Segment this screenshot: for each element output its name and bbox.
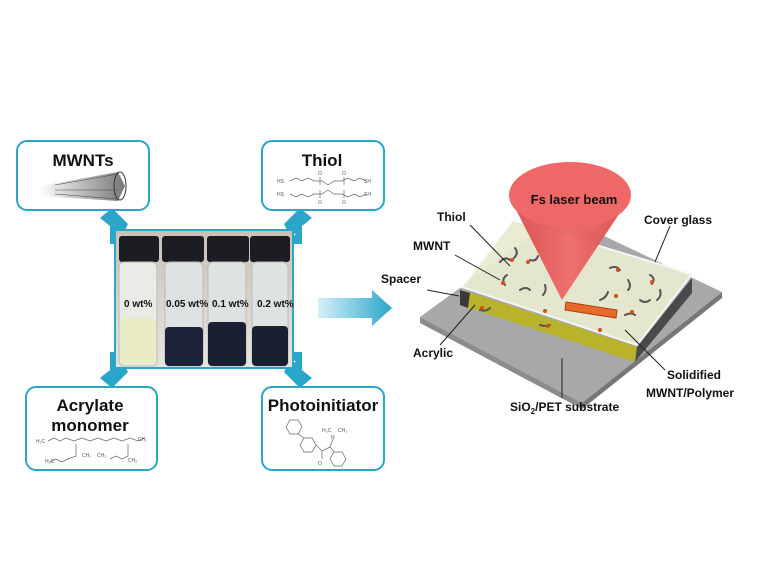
laser-beam-top bbox=[509, 162, 631, 228]
thiol-box: Thiol HS SH HS SH O O O O bbox=[261, 140, 385, 211]
chem-label: O bbox=[318, 171, 322, 177]
leader-lines bbox=[426, 224, 671, 398]
chem-label: HS bbox=[277, 179, 285, 185]
photoinitiator-structure bbox=[285, 419, 347, 467]
nanotube-image bbox=[40, 171, 127, 201]
spacer-right bbox=[635, 278, 692, 362]
acrylate-title-line1: Acrylate bbox=[56, 396, 123, 415]
chem-label: CH₂ bbox=[128, 458, 137, 464]
mwnts-title: MWNTs bbox=[52, 151, 113, 170]
process-arrow bbox=[318, 290, 392, 326]
chem-label: H₂C bbox=[45, 459, 55, 465]
chem-label: O bbox=[342, 200, 346, 206]
chem-label: H₂C bbox=[36, 439, 46, 445]
chem-label: CH₂ bbox=[138, 437, 147, 443]
connector-arrows bbox=[100, 208, 312, 388]
chem-label: CH₃ bbox=[82, 453, 91, 459]
substrate-label: SiO2/PET substrate bbox=[510, 400, 619, 416]
chem-label: CH₃ bbox=[338, 428, 347, 434]
vial-label-3: 0.2 wt% bbox=[257, 299, 294, 310]
acrylate-title-line2: monomer bbox=[51, 416, 129, 435]
solidified-structure bbox=[564, 301, 618, 319]
arrow-mwnts-to-photo bbox=[100, 208, 128, 244]
mwnt-label: MWNT bbox=[413, 239, 451, 253]
solidified-label-line2: MWNT/Polymer bbox=[646, 386, 734, 400]
solidified-label-line1: Solidified bbox=[667, 368, 721, 382]
vial-2 bbox=[207, 236, 249, 367]
photoinitiator-box: Photoinitiator H₃C CH₃ N O bbox=[261, 386, 385, 471]
thiol-structure bbox=[289, 177, 367, 198]
vial-label-1: 0.05 wt% bbox=[166, 299, 208, 310]
device-schematic: Fs laser beam bbox=[420, 162, 722, 409]
vial-label-2: 0.1 wt% bbox=[212, 299, 249, 310]
arrow-acrylate-to-photo bbox=[100, 352, 128, 388]
acrylate-box: Acrylate monomer H₂C CH₂ H₂C CH₂ CH₃ CH₃ bbox=[25, 386, 158, 471]
chem-label: N bbox=[331, 435, 335, 441]
chem-label: CH₃ bbox=[97, 453, 106, 459]
vial-label-0: 0 wt% bbox=[124, 299, 152, 310]
cover-glass-label: Cover glass bbox=[644, 213, 712, 227]
laser-label: Fs laser beam bbox=[531, 192, 618, 207]
arrow-photoinit-to-photo bbox=[284, 352, 312, 388]
chem-label: SH bbox=[364, 179, 371, 185]
vials-photo: 0 wt% 0.05 wt% 0.1 wt% 0.2 wt% bbox=[114, 229, 294, 369]
arrow-thiol-to-photo bbox=[284, 208, 312, 244]
spacer-label: Spacer bbox=[381, 272, 421, 286]
thiol-particles bbox=[480, 258, 654, 332]
chem-label: H₃C bbox=[322, 428, 332, 434]
chem-label: HS bbox=[277, 192, 285, 198]
vial-3 bbox=[250, 236, 290, 367]
vial-1 bbox=[162, 236, 204, 367]
acrylate-structure bbox=[47, 437, 145, 463]
acrylic-label: Acrylic bbox=[413, 346, 453, 360]
chem-label: O bbox=[342, 171, 346, 177]
chem-label: O bbox=[318, 461, 322, 467]
photoinitiator-title: Photoinitiator bbox=[268, 396, 379, 415]
chem-label: SH bbox=[364, 192, 371, 198]
spacer-left bbox=[460, 290, 470, 308]
thiol-label: Thiol bbox=[437, 210, 466, 224]
mwnt-particles bbox=[479, 247, 662, 327]
thiol-title: Thiol bbox=[302, 151, 343, 170]
mwnts-box: MWNTs bbox=[16, 140, 150, 211]
chem-label: O bbox=[318, 200, 322, 206]
vial-0 bbox=[118, 236, 159, 367]
